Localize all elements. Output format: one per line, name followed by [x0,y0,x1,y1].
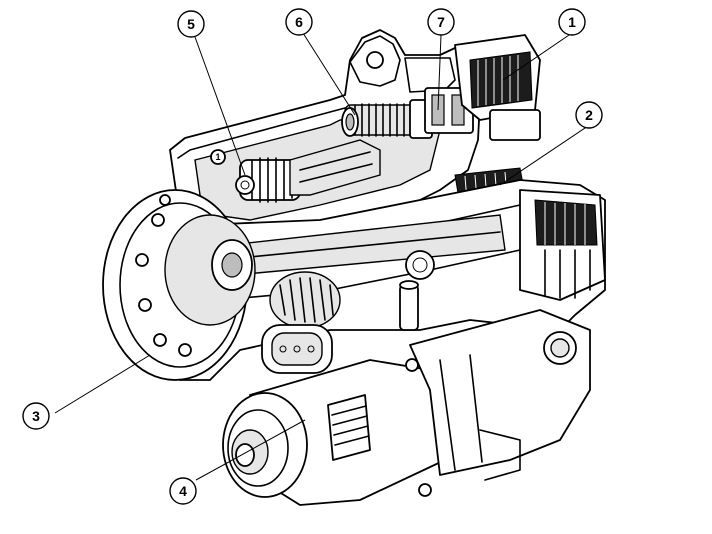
callout-5-label: 5 [187,16,195,32]
callout-4-label: 4 [179,483,187,499]
housing-mark-circle [210,149,226,165]
callout-1: 1 [558,8,586,36]
housing-mark-text: 1 [215,152,220,162]
callout-6: 6 [285,8,313,36]
electric-motor [222,309,591,506]
callout-3: 3 [22,402,50,430]
callout-7-label: 7 [437,14,445,30]
gear-housing [149,179,606,381]
callout-6-label: 6 [295,14,303,30]
callout-7: 7 [427,8,455,36]
callout-5: 5 [177,10,205,38]
callout-3-label: 3 [32,408,40,424]
return-spring-assembly [235,139,381,203]
electronic-control-module [454,34,541,141]
plunger-spring [341,99,433,139]
callout-2: 2 [575,101,603,129]
drive-end-flange [102,189,256,381]
motor-plug [261,324,333,374]
callout-2-label: 2 [585,107,593,123]
callout-4: 4 [169,477,197,505]
callout-1-label: 1 [568,14,576,30]
leader-lines [54,32,589,481]
